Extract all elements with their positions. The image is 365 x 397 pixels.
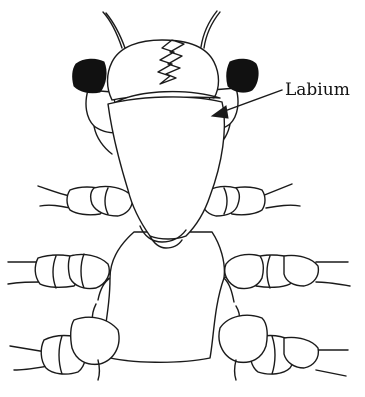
leg-right-hind (219, 315, 348, 380)
leg-left-middle (8, 254, 109, 289)
leg-right-middle (225, 254, 350, 288)
leg-right-front (202, 184, 300, 216)
leg-left-front (38, 186, 132, 216)
left-eye (73, 59, 106, 93)
thorax-plate (102, 232, 224, 362)
labium-plate (108, 97, 224, 239)
leg-left-hind (10, 317, 119, 380)
right-eye (227, 59, 258, 92)
label-labium: Labium (285, 80, 350, 100)
